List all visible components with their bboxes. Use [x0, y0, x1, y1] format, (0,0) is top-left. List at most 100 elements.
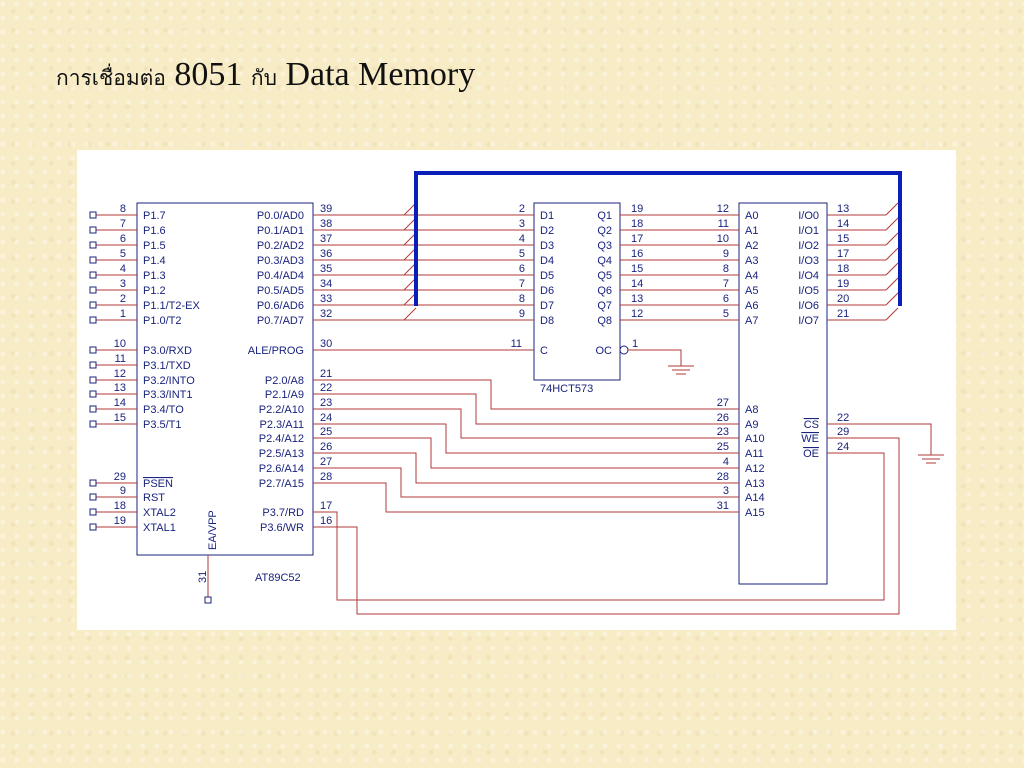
mcu-left-pin-label: P3.3/INT1: [143, 389, 193, 401]
port2-pin-number: 27: [320, 456, 332, 468]
mcu-left-pin-label: P3.0/RXD: [143, 345, 192, 357]
mcu-part-label: AT89C52: [255, 572, 301, 584]
latch-q-pin-number: 14: [631, 278, 643, 290]
latch-c-pin-number: 11: [511, 338, 522, 350]
mem-addr-high-pin-label: A9: [745, 419, 758, 431]
mcu-left-pin-label: P1.7: [143, 210, 166, 222]
mcu-left-pin-number: 4: [120, 263, 126, 275]
mcu-left-pin-terminal: [89, 376, 97, 384]
latch-q-pin-label: Q3: [597, 240, 612, 252]
mcu-left-pin-number: 11: [115, 353, 126, 365]
port2-wire: [313, 393, 739, 425]
port2-pin-number: 22: [320, 382, 332, 394]
mcu-left-pin-number: 2: [120, 293, 126, 305]
port0-pin-label: P0.2/AD2: [257, 240, 304, 252]
mem-io-pin-number: 21: [837, 308, 849, 320]
mcu-left-pin-number: 7: [120, 218, 126, 230]
mem-control-pin-number: 22: [837, 412, 849, 424]
mcu-left-pin-label: P1.2: [143, 285, 166, 297]
mem-addr-low-pin-label: A1: [745, 225, 758, 237]
mem-addr-high-pin-label: A8: [745, 404, 758, 416]
mcu-left-pin-terminal: [89, 390, 97, 398]
wr-pin-label: P3.6/WR: [260, 522, 304, 534]
latch-q-pin-label: Q8: [597, 315, 612, 327]
port0-pin-number: 35: [320, 263, 332, 275]
port0-bus-entry: [403, 307, 417, 321]
mem-io-pin-label: I/O6: [798, 300, 819, 312]
port2-pin-label: P2.0/A8: [265, 375, 304, 387]
latch-q-pin-label: Q5: [597, 270, 612, 282]
latch-q-pin-label: Q6: [597, 285, 612, 297]
mem-io-pin-number: 18: [837, 263, 849, 275]
latch-d-pin-number: 5: [519, 248, 525, 260]
mcu-left-pin-number: 1: [120, 308, 126, 320]
cs-ground-wire: [827, 423, 932, 455]
mcu-left-pin-number: 8: [120, 203, 126, 215]
mcu-left-pin-terminal: [89, 211, 97, 219]
mem-io-pin-number: 20: [837, 293, 849, 305]
latch-d-pin-number: 6: [519, 263, 525, 275]
mem-io-pin-number: 14: [837, 218, 849, 230]
latch-d-pin-number: 4: [519, 233, 525, 245]
mem-addr-low-pin-number: 7: [723, 278, 729, 290]
mem-addr-high-pin-label: A12: [745, 463, 765, 475]
title-thai-with: กับ: [250, 66, 277, 90]
mcu-body: [136, 202, 314, 556]
port0-pin-label: P0.6/AD6: [257, 300, 304, 312]
mcu-left-pin-number: 14: [114, 397, 126, 409]
latch-d-pin-label: D6: [540, 285, 554, 297]
mcu-left-pin-label: XTAL1: [143, 522, 176, 534]
mcu-left-pin-label: P3.5/T1: [143, 419, 182, 431]
mem-io-pin-label: I/O1: [798, 225, 819, 237]
mcu-left-pin-label: PSEN: [143, 478, 173, 490]
mem-io-bus-entry: [885, 292, 899, 306]
port0-pin-label: P0.0/AD0: [257, 210, 304, 222]
port2-wire: [313, 423, 739, 454]
mem-addr-low-pin-number: 6: [723, 293, 729, 305]
port2-wire: [313, 437, 739, 469]
mem-io-bus-entry: [885, 262, 899, 276]
mem-addr-low-pin-number: 12: [717, 203, 729, 215]
ale-pin-label: ALE/PROG: [248, 345, 304, 357]
latch-d-pin-number: 9: [519, 308, 525, 320]
latch-q-pin-label: Q1: [597, 210, 612, 222]
port2-wire: [313, 408, 739, 439]
mcu-left-pin-label: P3.2/INTO: [143, 375, 195, 387]
mem-io-pin-label: I/O5: [798, 285, 819, 297]
latch-d-pin-number: 3: [519, 218, 525, 230]
latch-d-pin-label: D4: [540, 255, 554, 267]
rd-pin-number: 17: [320, 500, 332, 512]
mcu-left-pin-terminal: [89, 508, 97, 516]
latch-q-pin-label: Q4: [597, 255, 612, 267]
mem-io-bus-entry: [885, 217, 899, 231]
mcu-left-pin-number: 10: [114, 338, 126, 350]
mcu-left-pin-label: P1.6: [143, 225, 166, 237]
mem-addr-low-pin-number: 8: [723, 263, 729, 275]
mem-io-pin-label: I/O2: [798, 240, 819, 252]
latch-d-pin-label: D5: [540, 270, 554, 282]
mcu-left-pin-number: 3: [120, 278, 126, 290]
mem-addr-low-pin-label: A3: [745, 255, 758, 267]
mem-io-bus-entry: [885, 202, 899, 216]
mem-addr-high-pin-number: 26: [717, 412, 729, 424]
mcu-left-pin-terminal: [89, 271, 97, 279]
mem-io-pin-number: 13: [837, 203, 849, 215]
mcu-left-pin-number: 12: [114, 368, 126, 380]
mem-control-pin-number: 29: [837, 426, 849, 438]
latch-q-pin-number: 18: [631, 218, 643, 230]
mcu-left-pin-terminal: [89, 479, 97, 487]
latch-q-pin-number: 12: [631, 308, 643, 320]
latch-q-pin-number: 17: [631, 233, 643, 245]
mem-io-pin-number: 19: [837, 278, 849, 290]
latch-d-pin-label: D8: [540, 315, 554, 327]
latch-oc-pin-number: 1: [632, 338, 638, 350]
mem-io-pin-label: I/O0: [798, 210, 819, 222]
mem-addr-low-pin-label: A2: [745, 240, 758, 252]
data-bus: [414, 171, 902, 306]
mem-addr-low-pin-label: A4: [745, 270, 758, 282]
port2-pin-number: 21: [320, 368, 332, 380]
title-number: 8051: [174, 56, 243, 93]
mem-addr-high-pin-label: A14: [745, 492, 765, 504]
mcu-left-pin-terminal: [89, 256, 97, 264]
port0-pin-label: P0.4/AD4: [257, 270, 304, 282]
